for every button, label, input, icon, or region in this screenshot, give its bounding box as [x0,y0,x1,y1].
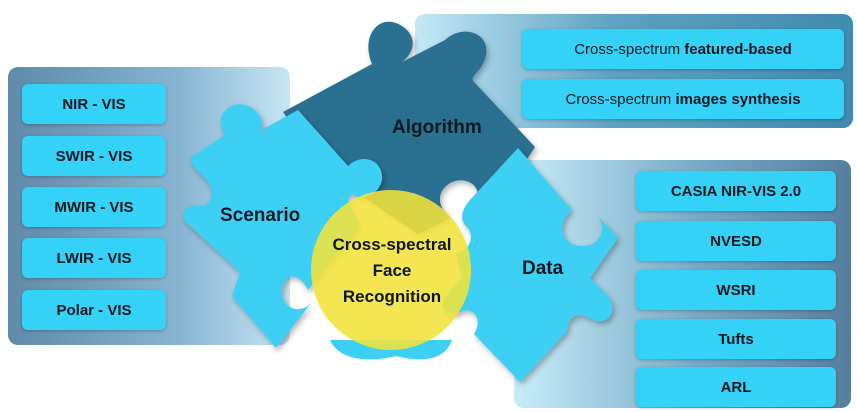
scenario-item-nir-vis: NIR - VIS [22,84,166,124]
center-label-line2: Face [372,261,412,280]
dataset-item-tufts: Tufts [636,319,836,359]
scenario-label: Scenario [220,205,301,226]
algorithm-item-bold: images synthesis [675,90,801,108]
algorithm-item-feature-based: Cross-spectrum featured-based [522,29,844,69]
algorithm-label: Algorithm [392,117,482,138]
center-circle [311,190,471,350]
algorithm-item-prefix: Cross-spectrum [574,40,681,58]
scenario-puzzle-piece [183,104,383,348]
scenario-item-polar-vis: Polar - VIS [22,290,166,330]
data-label: Data [522,258,564,279]
algorithm-puzzle-piece [283,21,535,234]
dataset-item-arl: ARL [636,367,836,407]
dataset-item-casia: CASIA NIR-VIS 2.0 [636,171,836,211]
algorithm-item-prefix: Cross-spectrum [565,90,672,108]
center-label-line3: Recognition [342,287,442,306]
center-label-line1: Cross-spectral [332,235,452,254]
dataset-item-nvesd: NVESD [636,221,836,261]
dataset-item-wsri: WSRI [636,270,836,310]
algorithm-item-bold: featured-based [684,40,792,58]
scenario-item-swir-vis: SWIR - VIS [22,136,166,176]
algorithm-item-image-synthesis: Cross-spectrum images synthesis [522,79,844,119]
center-label: Cross-spectral Face Recognition [312,232,472,310]
scenario-item-mwir-vis: MWIR - VIS [22,187,166,227]
scenario-item-lwir-vis: LWIR - VIS [22,238,166,278]
data-puzzle-piece [442,148,618,382]
